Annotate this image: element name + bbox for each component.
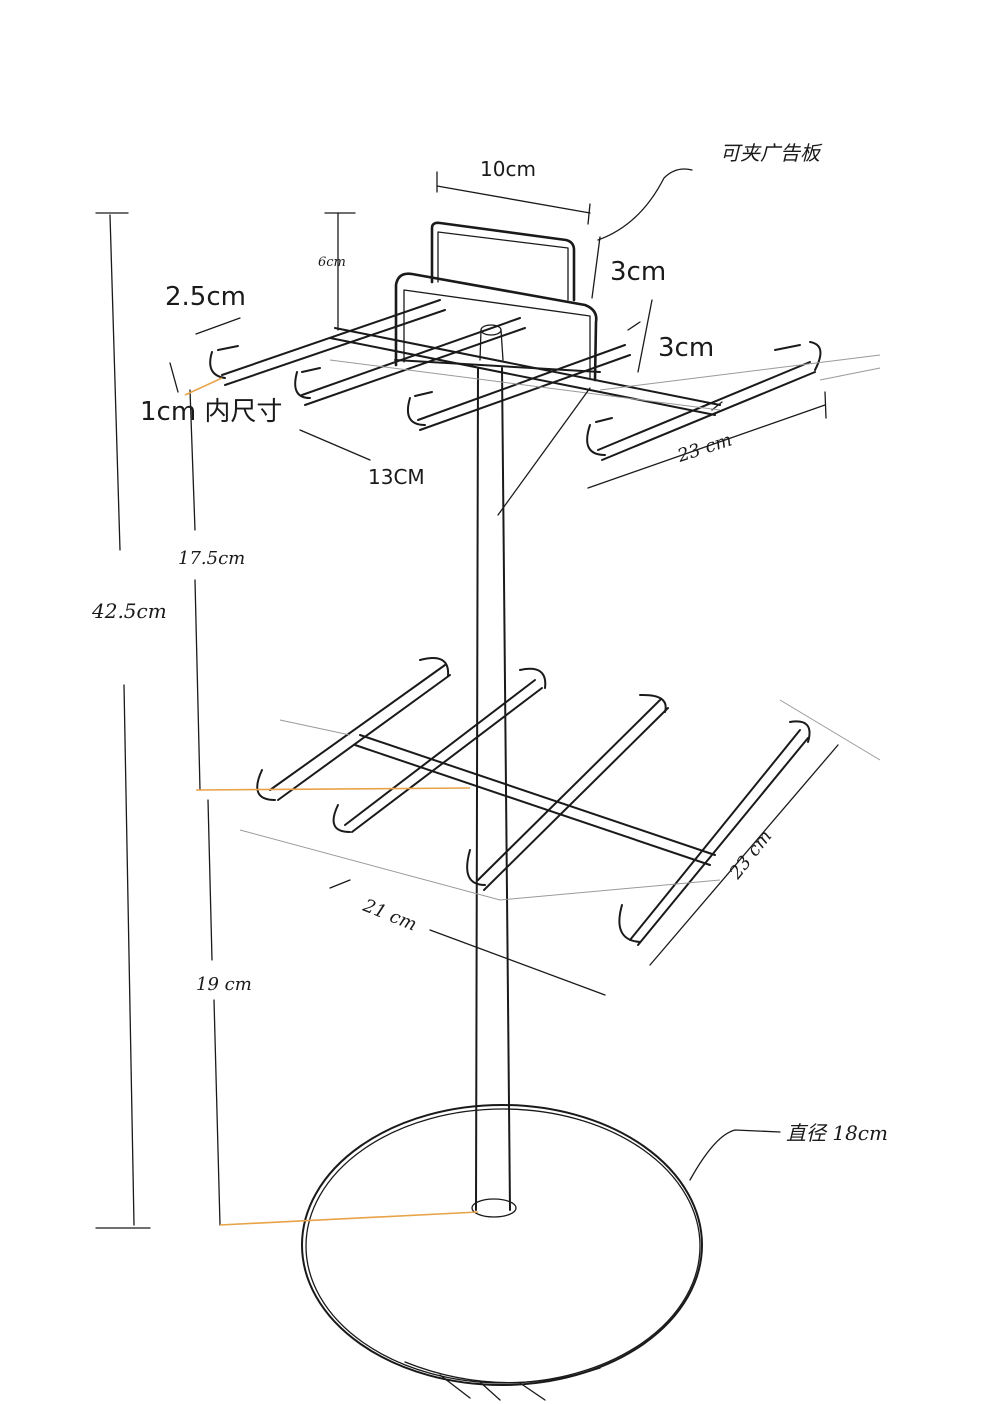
base-height-label: 19 cm (196, 974, 252, 995)
dimension-lines (95, 168, 839, 1229)
ad-board-note: 可夹广告板 (720, 141, 823, 165)
inner-size-label: 1cm 内尺寸 (140, 397, 282, 427)
top-arm-length-label: 23 cm (674, 430, 734, 468)
hook-length-label: 2.5cm (165, 282, 246, 312)
tier-gap-label: 17.5cm (178, 548, 245, 569)
round-base (301, 1104, 703, 1401)
board-height-label: 6cm (318, 255, 346, 270)
center-pole (475, 324, 511, 1211)
lower-arm-width-label: 21 cm (359, 895, 420, 936)
board-width-label: 10cm (480, 157, 536, 181)
lower-tier (239, 657, 881, 946)
lower-arm-length-label: 23 cm (725, 826, 777, 884)
total-height-label: 42.5cm (91, 599, 167, 623)
base-diameter-label: 直径 18cm (786, 1121, 888, 1145)
top-tier (209, 221, 881, 461)
board-front-gap-label: 3cm (610, 257, 666, 287)
hook-spacing-label: 3cm (658, 333, 714, 363)
cross-arm-label: 13CM (368, 465, 425, 489)
